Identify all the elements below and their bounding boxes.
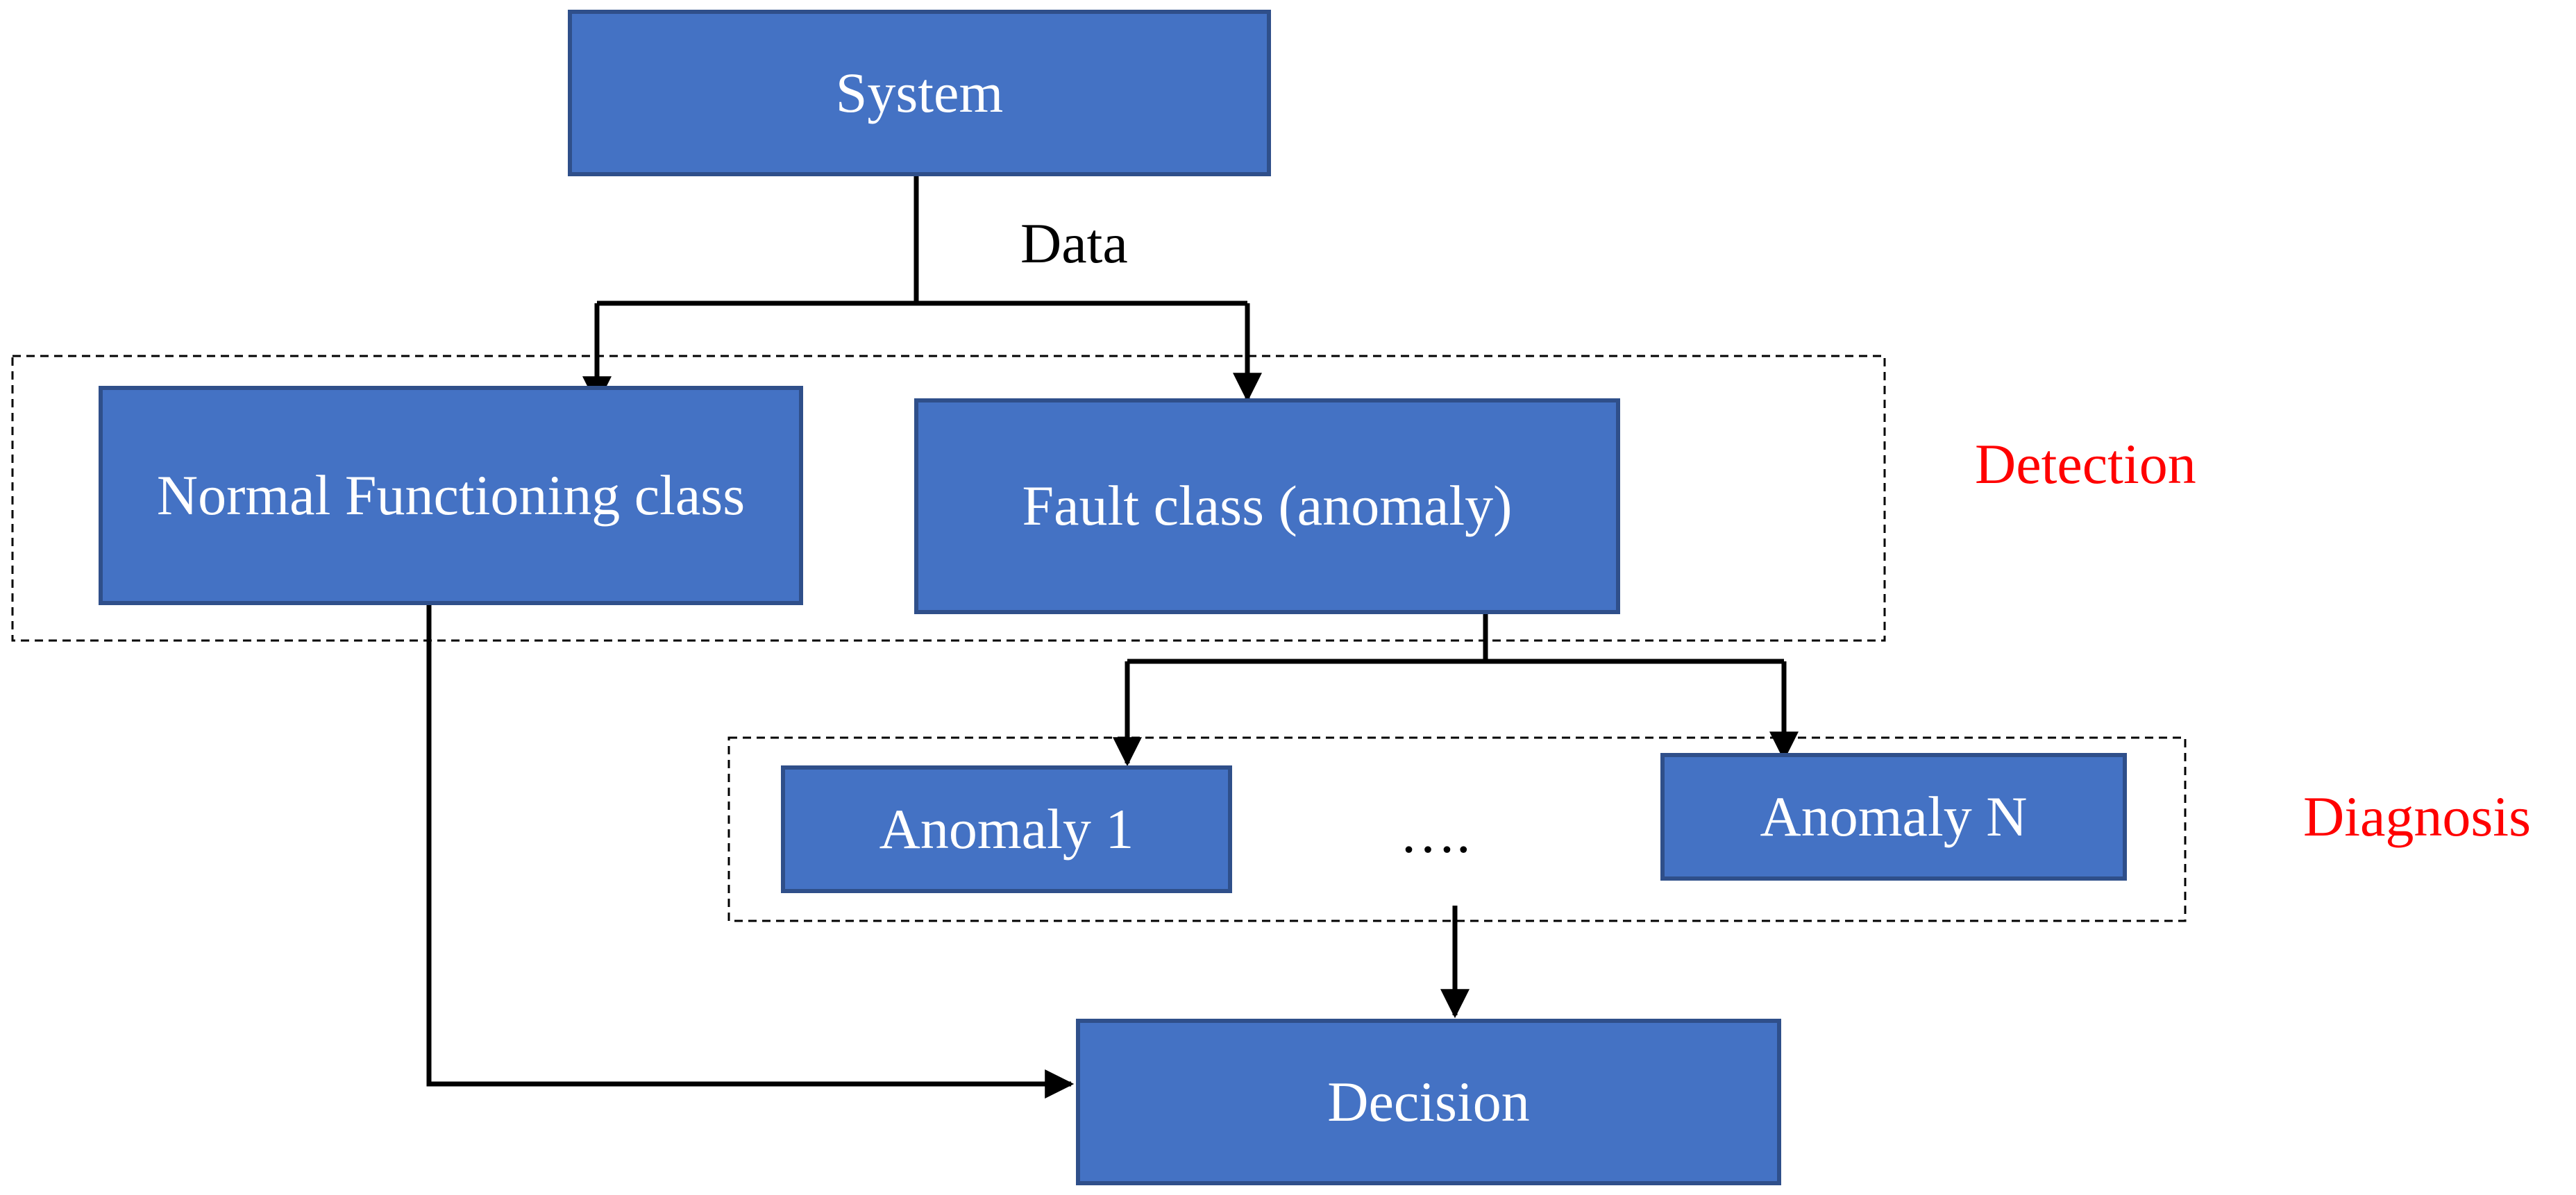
data-edge-label: Data bbox=[1020, 212, 1128, 275]
system-node: System bbox=[568, 10, 1271, 176]
fault-class-node: Fault class (anomaly) bbox=[914, 398, 1620, 614]
decision-node: Decision bbox=[1076, 1019, 1781, 1185]
anomaly-n-node: Anomaly N bbox=[1660, 753, 2127, 881]
detection-group-outline bbox=[11, 355, 1886, 642]
normal-functioning-node: Normal Functioning class bbox=[99, 386, 803, 605]
detection-group-label: Detection bbox=[1975, 432, 2196, 495]
anomaly-ellipsis: …. bbox=[1399, 802, 1471, 865]
anomaly-1-label: Anomaly 1 bbox=[879, 797, 1134, 861]
anomaly-n-label: Anomaly N bbox=[1760, 784, 2028, 848]
decision-label: Decision bbox=[1327, 1069, 1530, 1133]
system-label: System bbox=[835, 60, 1004, 124]
normal-functioning-label: Normal Functioning class bbox=[156, 463, 746, 527]
diagnosis-group-label: Diagnosis bbox=[2303, 785, 2531, 848]
fault-class-label: Fault class (anomaly) bbox=[1022, 474, 1513, 538]
arrow-normal-to-decision bbox=[426, 604, 1075, 1099]
anomaly-1-node: Anomaly 1 bbox=[781, 765, 1232, 893]
